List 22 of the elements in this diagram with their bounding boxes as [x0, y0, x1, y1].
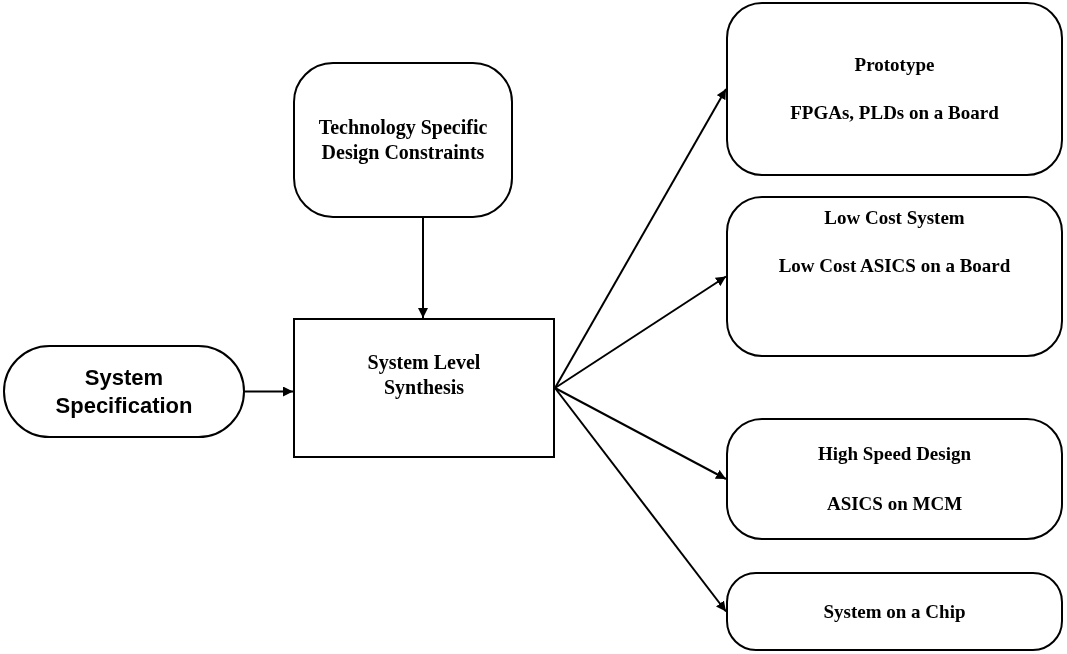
process-box — [293, 318, 555, 458]
box-text: ASICS on MCM — [826, 492, 963, 516]
box-title: Prototype — [854, 53, 935, 77]
box-title: System Specification — [54, 364, 194, 419]
output-box — [726, 418, 1063, 540]
box-text: Low Cost ASICS on a Board — [778, 253, 1011, 278]
box-title: Technology Specific Design Constraints — [317, 115, 489, 165]
output-box — [726, 572, 1063, 651]
box-title: Low Cost System — [824, 206, 965, 230]
process-box — [293, 62, 513, 218]
arrow — [554, 387, 727, 480]
output-box — [726, 196, 1063, 357]
arrow — [418, 217, 428, 319]
box-title: System on a Chip — [823, 599, 966, 624]
arrow — [244, 386, 294, 397]
box-text: FPGAs, PLDs on a Board — [790, 101, 999, 125]
box-title: System Level Synthesis — [366, 350, 482, 400]
box-title: High Speed Design — [817, 442, 972, 466]
arrow — [554, 387, 727, 613]
output-box — [726, 2, 1063, 176]
arrow — [554, 88, 727, 389]
arrow — [554, 275, 727, 389]
